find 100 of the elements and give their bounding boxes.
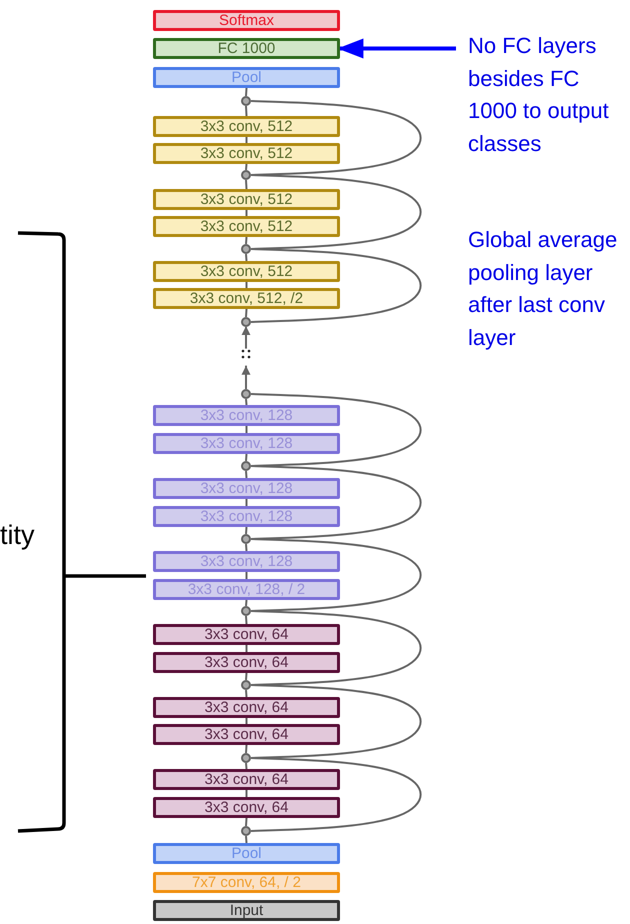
connector-line [245, 762, 248, 770]
layer-label: 3x3 conv, 128 [200, 481, 293, 496]
connector-line [246, 210, 248, 216]
conv-layer-box [153, 288, 340, 309]
connector-line [245, 672, 248, 680]
connector-line [250, 393, 422, 467]
layer-label: 3x3 conv, 64 [204, 800, 288, 815]
annotation-text: No FC layers besides FC 1000 to output classes [468, 30, 628, 160]
layer-label: 3x3 conv, 512, /2 [190, 291, 304, 306]
connector-line [245, 744, 248, 754]
layer-label: 3x3 conv, 64 [204, 627, 288, 642]
junction-circle [241, 317, 251, 327]
junction-circle [241, 606, 251, 616]
connector-line [245, 164, 248, 170]
connector-line [250, 610, 422, 686]
conv-layer-box [153, 872, 340, 893]
conv-layer-box [153, 624, 340, 645]
conv-layer-box [153, 551, 340, 572]
layer-label: Pool [231, 70, 262, 85]
conv-layer-box [153, 261, 340, 282]
junction-circle [241, 244, 251, 254]
conv-layer-box [153, 116, 340, 137]
connector-line [245, 454, 248, 462]
junction-circle [241, 534, 251, 544]
connector-line [245, 398, 248, 406]
junction-circle [241, 680, 251, 690]
conv-layer-box [153, 506, 340, 527]
layer-label: 3x3 conv, 512 [200, 219, 293, 234]
conv-layer-box [153, 769, 340, 790]
connector-line [245, 236, 248, 244]
connector-line [245, 836, 248, 844]
layer-label: 3x3 conv, 128, / 2 [188, 582, 306, 597]
layer-label: 3x3 conv, 128 [200, 509, 293, 524]
conv-layer-box [153, 652, 340, 673]
connector-line [245, 106, 248, 116]
conv-layer-box [153, 216, 340, 237]
connector-line [245, 88, 248, 96]
connector-line [246, 426, 248, 433]
layer-label: Input [230, 903, 264, 918]
connector-line [250, 684, 422, 759]
connector-line [250, 757, 422, 832]
connector-line [245, 544, 248, 552]
junction-circle [241, 389, 251, 399]
layer-label: 3x3 conv, 128 [200, 436, 293, 451]
partial-label: tity [0, 520, 35, 551]
connector-line [245, 818, 248, 826]
connector-line [245, 470, 248, 478]
layer-label: 3x3 conv, 64 [204, 700, 288, 715]
layer-label: 3x3 conv, 512 [200, 119, 293, 134]
connector-line [246, 790, 248, 797]
layer-label: 3x3 conv, 64 [204, 772, 288, 787]
layer-label: Softmax [218, 13, 274, 28]
conv-layer-box [153, 405, 340, 426]
connector-line [245, 254, 248, 262]
pool-layer-box [153, 843, 340, 864]
connector-line [245, 616, 248, 624]
connector-line [250, 465, 422, 540]
softmax-layer-box [153, 10, 340, 31]
layer-label: 3x3 conv, 512 [200, 264, 293, 279]
connector-line [250, 538, 422, 612]
layer-label: 3x3 conv, 64 [204, 655, 288, 670]
connector-line [245, 526, 248, 534]
conv-layer-box [153, 724, 340, 745]
junction-circle [241, 826, 251, 836]
fc-layer-box [153, 38, 340, 59]
conv-layer-box [153, 189, 340, 210]
connector-line [245, 690, 248, 698]
layer-label: 7x7 conv, 64, / 2 [192, 875, 301, 890]
connector-line [250, 248, 422, 323]
connector-line [246, 282, 248, 288]
connector-line [250, 174, 422, 250]
input-layer-box [153, 900, 340, 921]
annotation-text: Global average pooling layer after last conv layer [468, 224, 628, 354]
conv-layer-box [153, 697, 340, 718]
junction-circle [241, 753, 251, 763]
layer-label: 3x3 conv, 512 [200, 146, 293, 161]
arrow [338, 38, 456, 58]
layer-label: 3x3 conv, 512 [200, 192, 293, 207]
conv-layer-box [153, 478, 340, 499]
connector-line [245, 308, 248, 318]
layer-label: Pool [231, 846, 262, 861]
junction-circle [241, 170, 251, 180]
junction-circle [241, 461, 251, 471]
connector-line [245, 180, 248, 190]
pool-layer-box [153, 67, 340, 88]
connector-line [246, 499, 248, 506]
layer-label: 3x3 conv, 64 [204, 727, 288, 742]
conv-layer-box [153, 433, 340, 454]
conv-layer-box [153, 797, 340, 818]
connector-line [246, 137, 248, 143]
connector-line [246, 572, 248, 579]
connector-line [245, 600, 248, 606]
layer-label: FC 1000 [218, 41, 276, 56]
connector-line [246, 645, 248, 652]
layer-label: 3x3 conv, 128 [200, 408, 293, 423]
connector-line [246, 718, 248, 724]
conv-layer-box [153, 579, 340, 600]
connector-line [250, 100, 422, 176]
conv-layer-box [153, 143, 340, 164]
layer-label: 3x3 conv, 128 [200, 554, 293, 569]
